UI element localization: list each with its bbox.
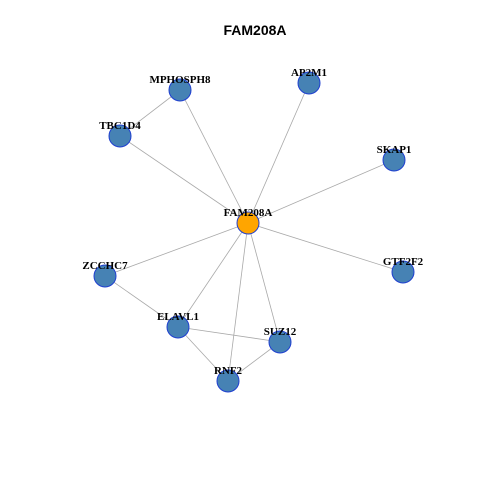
node-gtf2f2[interactable] <box>391 260 415 284</box>
node-label-zcchc7: ZCCHC7 <box>82 260 128 272</box>
node-skap1[interactable] <box>382 148 406 172</box>
node-label-skap1: SKAP1 <box>377 144 412 156</box>
diagram-title: FAM208A <box>223 22 286 38</box>
node-mphosph8[interactable] <box>168 78 192 102</box>
node-rnf2[interactable] <box>216 369 240 393</box>
node-zcchc7[interactable] <box>93 264 117 288</box>
node-label-mphosph8: MPHOSPH8 <box>149 74 211 86</box>
node-label-fam208a: FAM208A <box>224 207 273 219</box>
nodes-layer <box>93 71 415 393</box>
edge-fam208a-gtf2f2 <box>247 222 404 273</box>
node-label-gtf2f2: GTF2F2 <box>383 256 424 268</box>
edge-elavl1-rnf2 <box>177 326 229 382</box>
node-label-elavl1: ELAVL1 <box>157 311 199 323</box>
edge-fam208a-suz12 <box>247 222 281 343</box>
edge-fam208a-zcchc7 <box>104 222 249 277</box>
node-label-rnf2: RNF2 <box>214 365 243 377</box>
node-ap2m1[interactable] <box>297 71 321 95</box>
node-elavl1[interactable] <box>166 315 190 339</box>
edge-fam208a-rnf2 <box>227 222 249 382</box>
edge-fam208a-ap2m1 <box>247 82 310 224</box>
node-suz12[interactable] <box>268 330 292 354</box>
node-fam208a[interactable] <box>236 211 260 235</box>
edge-mphosph8-tbc1d4 <box>119 89 181 137</box>
node-label-tbc1d4: TBC1D4 <box>99 120 141 132</box>
edge-fam208a-tbc1d4 <box>119 135 249 224</box>
edge-fam208a-mphosph8 <box>179 89 249 224</box>
edge-fam208a-elavl1 <box>177 222 249 328</box>
node-label-ap2m1: AP2M1 <box>291 67 327 79</box>
edge-fam208a-skap1 <box>247 159 395 224</box>
node-tbc1d4[interactable] <box>108 124 132 148</box>
edge-elavl1-suz12 <box>177 326 281 343</box>
edge-zcchc7-elavl1 <box>104 275 179 328</box>
node-label-suz12: SUZ12 <box>264 326 297 338</box>
